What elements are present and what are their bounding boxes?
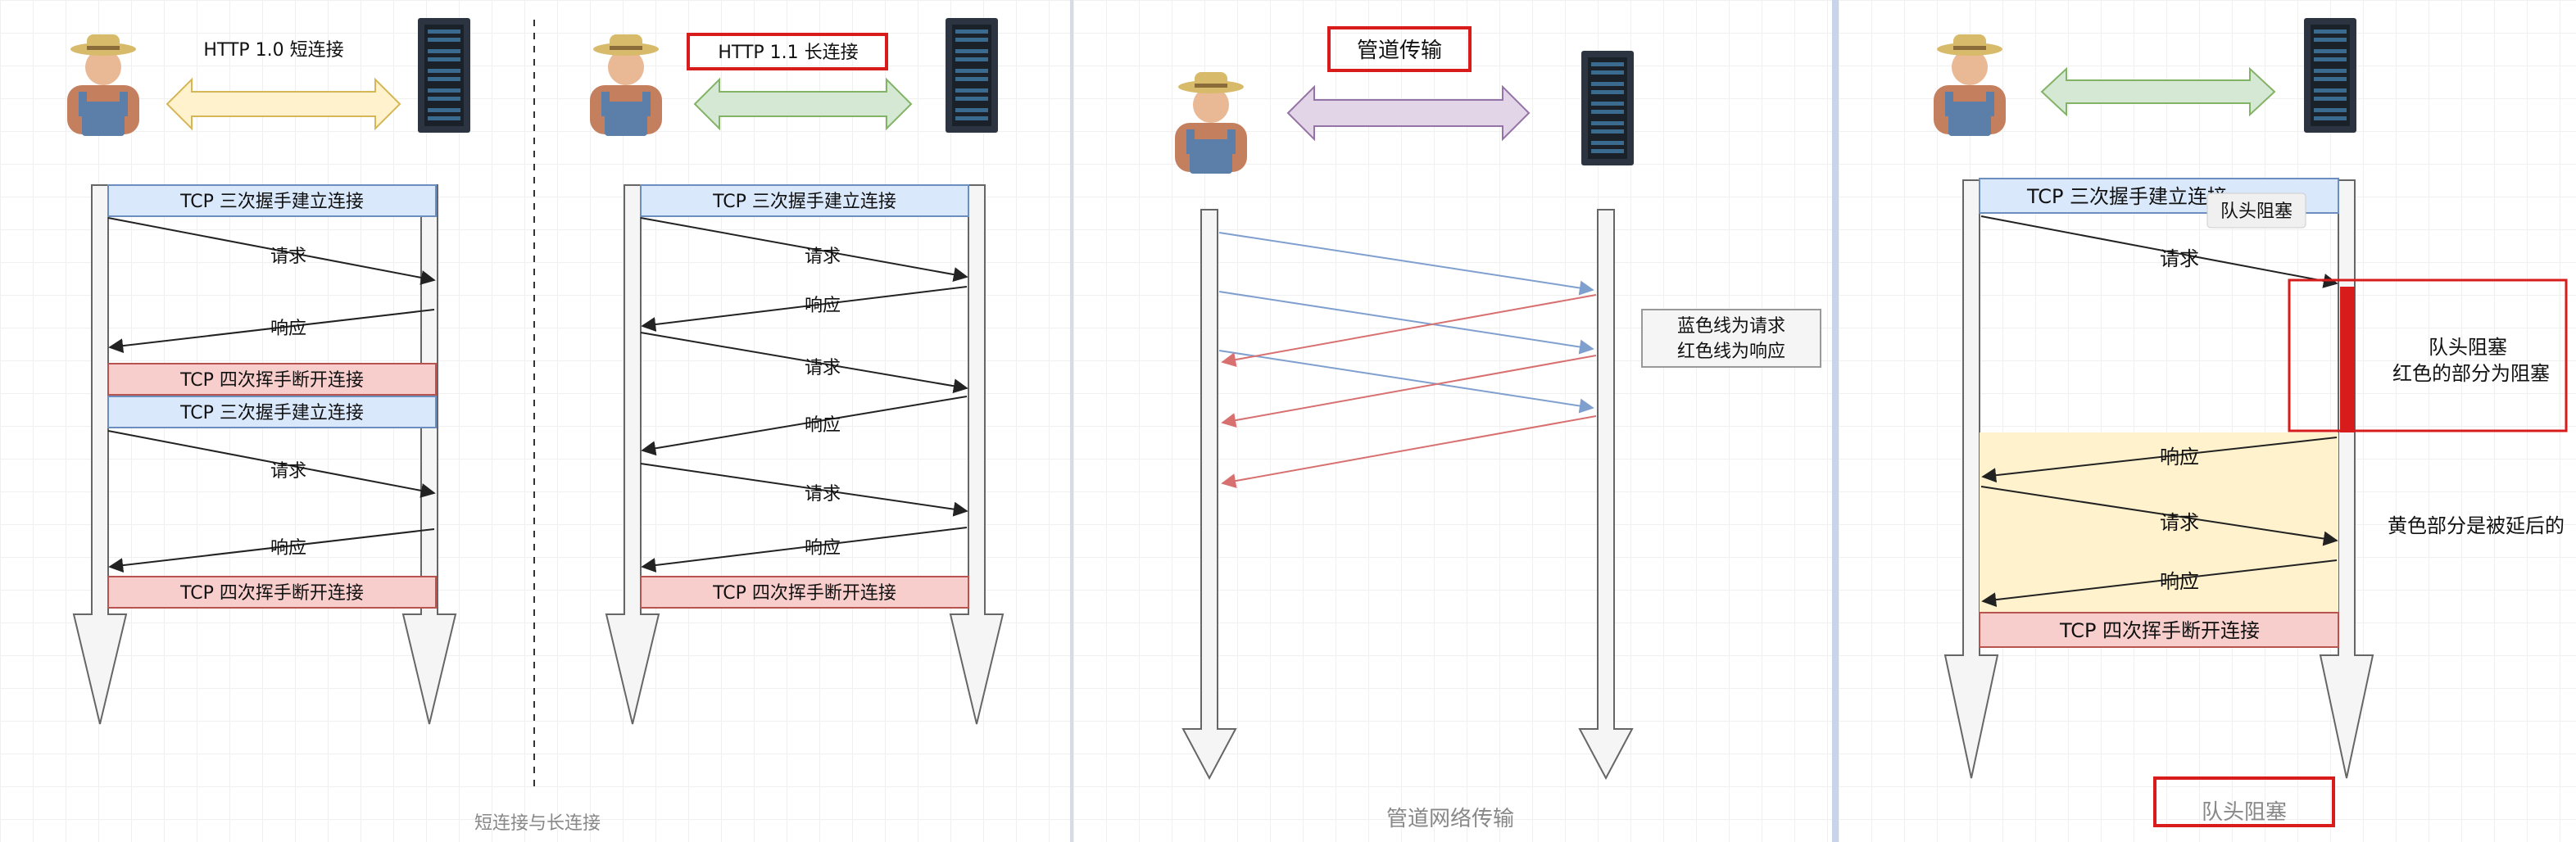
- response-line: [1221, 415, 1597, 488]
- request-arrow: [107, 217, 436, 285]
- request-label: 请求: [2160, 247, 2199, 270]
- http10-section: HTTP 1.0 短连接 TCP 三次握手建立连接 请求 响应 TCP 四次挥手…: [67, 18, 470, 725]
- http11-section: HTTP 1.1 长连接 TCP 三次握手建立连接 请求 响应 请求 响应 请求…: [590, 18, 1005, 725]
- server-icon: [2304, 18, 2356, 133]
- tcp-close-label: TCP 四次挥手断开连接: [712, 583, 896, 604]
- response-arrow: [641, 396, 968, 456]
- client-icon: [67, 34, 139, 136]
- tcp-open-label: TCP 三次握手建立连接: [712, 192, 896, 212]
- tcp-close-label: TCP 四次挥手断开连接: [2059, 619, 2260, 642]
- client-icon: [1175, 72, 1247, 174]
- client-lifeline: [1943, 179, 1999, 779]
- request-arrow: [640, 217, 968, 282]
- response-arrow: [108, 309, 435, 354]
- double-arrow: [1286, 84, 1531, 142]
- response-label: 响应: [270, 538, 306, 559]
- tooltip-text: 队头阻塞: [2220, 201, 2293, 222]
- response-arrow: [1981, 559, 2338, 608]
- tcp-open-box: [640, 184, 969, 217]
- request-label: 请求: [2160, 511, 2199, 534]
- blocking-title: 队头阻塞: [2429, 336, 2507, 359]
- blocked-segment: [2340, 287, 2355, 432]
- response-line: [1221, 294, 1597, 367]
- response-label: 响应: [805, 538, 841, 559]
- response-arrow: [1981, 437, 2338, 483]
- double-arrow: [166, 77, 401, 131]
- request-label: 请求: [805, 358, 841, 378]
- tcp-open-label: TCP 三次握手建立连接: [179, 403, 364, 423]
- request-line: [1218, 291, 1594, 355]
- request-label: 请求: [805, 484, 841, 505]
- response-label: 响应: [270, 319, 306, 339]
- response-line: [1221, 355, 1597, 428]
- panel-divider: [1832, 0, 1839, 842]
- tcp-open-box: [107, 184, 437, 217]
- response-arrow: [641, 286, 968, 332]
- client-lifeline: [1181, 209, 1237, 781]
- tcp-close-label: TCP 四次挥手断开连接: [179, 370, 364, 391]
- pipeline-title: 管道传输: [1357, 38, 1442, 63]
- caption-highlight: [2153, 776, 2335, 827]
- client-icon: [590, 34, 662, 136]
- pipelining-section: 管道传输 蓝色线为请求 红色线为响应: [1175, 26, 1821, 781]
- panel2-caption: 管道网络传输: [1386, 807, 1514, 831]
- http10-title: HTTP 1.0 短连接: [203, 40, 343, 61]
- client-lifeline: [605, 184, 660, 725]
- server-lifeline: [1578, 209, 1634, 781]
- response-label: 响应: [805, 296, 841, 316]
- panel1-caption: 短连接与长连接: [474, 813, 601, 834]
- blocking-desc: 红色的部分为阻塞: [2392, 362, 2550, 385]
- server-lifeline: [401, 184, 457, 725]
- server-icon: [418, 18, 470, 133]
- request-line: [1218, 350, 1594, 414]
- request-arrow: [640, 463, 968, 517]
- blocking-highlight-box: [2288, 278, 2568, 432]
- tcp-close-box: [107, 363, 437, 396]
- request-arrow: [1980, 486, 2338, 546]
- server-lifeline: [949, 184, 1005, 725]
- response-arrow: [641, 527, 968, 573]
- response-label: 响应: [2160, 570, 2199, 593]
- request-arrow: [1980, 215, 2338, 288]
- tcp-open-label: TCP 三次握手建立连接: [2026, 185, 2227, 208]
- request-arrow: [107, 430, 436, 498]
- tcp-close-box: [107, 576, 437, 609]
- request-label: 请求: [270, 461, 306, 482]
- server-icon: [1581, 51, 1634, 165]
- double-arrow: [2040, 66, 2276, 117]
- tooltip: [2206, 192, 2306, 229]
- legend-response: 红色线为响应: [1677, 342, 1785, 362]
- double-arrow: [693, 77, 913, 131]
- http11-title-highlight: [687, 33, 888, 70]
- panel-divider: [1070, 0, 1073, 842]
- delayed-note: 黄色部分是被延后的: [2388, 514, 2565, 537]
- request-label: 请求: [805, 247, 841, 267]
- http11-title: HTTP 1.1 长连接: [718, 43, 858, 63]
- request-line: [1218, 232, 1594, 296]
- server-icon: [946, 18, 998, 133]
- response-label: 响应: [805, 415, 841, 436]
- request-label: 请求: [270, 247, 306, 267]
- tcp-close-box: [1979, 612, 2339, 648]
- panel3-caption: 队头阻塞: [2202, 800, 2287, 825]
- pipeline-title-highlight: [1327, 26, 1472, 72]
- tcp-close-label: TCP 四次挥手断开连接: [179, 583, 364, 604]
- response-arrow: [108, 528, 435, 573]
- hol-blocking-section: TCP 三次握手建立连接 队头阻塞 请求 队头阻塞 红色的部分为阻塞 响应 请求…: [1934, 18, 2568, 827]
- response-label: 响应: [2160, 446, 2199, 469]
- legend-request: 蓝色线为请求: [1677, 316, 1785, 337]
- tcp-close-box: [640, 576, 969, 609]
- client-icon: [1934, 34, 2006, 136]
- request-arrow: [640, 332, 968, 394]
- client-lifeline: [72, 184, 128, 725]
- server-lifeline: [2319, 179, 2374, 779]
- tcp-open-box: [107, 396, 437, 428]
- tcp-open-label: TCP 三次握手建立连接: [179, 192, 364, 212]
- legend-box: [1641, 309, 1821, 368]
- delayed-region: [1980, 432, 2338, 613]
